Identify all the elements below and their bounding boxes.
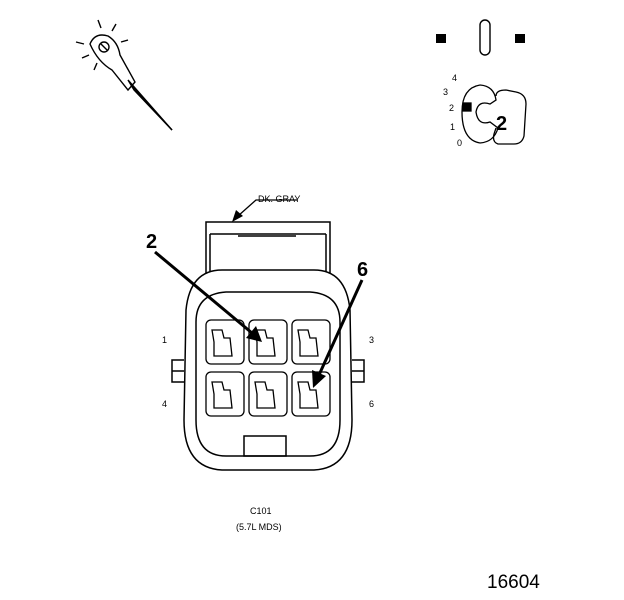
figure-number: 16604 bbox=[487, 572, 540, 593]
cavity-pin-2 bbox=[248, 319, 288, 365]
pin-label-4: 4 bbox=[162, 399, 167, 409]
cavity-pin-5 bbox=[248, 371, 288, 417]
gauge-scale-2: 2 bbox=[449, 103, 454, 113]
cavity-pin-3 bbox=[291, 319, 331, 365]
pin-label-3: 3 bbox=[369, 335, 374, 345]
cavity-pin-1 bbox=[205, 319, 245, 365]
callout-arrow-pin-2 bbox=[154, 250, 262, 342]
gauge-scale-0: 0 bbox=[457, 138, 462, 148]
gauge-scale-4: 4 bbox=[452, 73, 457, 83]
pin-label-6: 6 bbox=[369, 399, 374, 409]
callout-arrow-pin-6 bbox=[312, 279, 364, 388]
terminal-cavities bbox=[205, 319, 331, 417]
cavity-pin-6 bbox=[291, 371, 331, 417]
connector-variant: (5.7L MDS) bbox=[236, 522, 282, 532]
gauge-scale-3: 3 bbox=[443, 87, 448, 97]
connector-name: C101 bbox=[250, 506, 272, 516]
wire-color-leader bbox=[232, 199, 297, 222]
gauge-size-value: 2 bbox=[496, 113, 507, 135]
gauge-scale-1: 1 bbox=[450, 122, 455, 132]
callout-label-pin-2: 2 bbox=[146, 231, 157, 253]
cavity-pin-4 bbox=[205, 371, 245, 417]
probe-light-icon bbox=[75, 19, 173, 131]
connector-body bbox=[171, 221, 365, 471]
wire-color-label: DK. GRAY bbox=[258, 194, 300, 204]
callout-label-pin-6: 6 bbox=[357, 259, 368, 281]
terminal-gauge-icon: 4 3 2 1 0 2 bbox=[443, 73, 527, 148]
pin-label-1: 1 bbox=[162, 335, 167, 345]
terminal-position-icon bbox=[436, 19, 525, 56]
